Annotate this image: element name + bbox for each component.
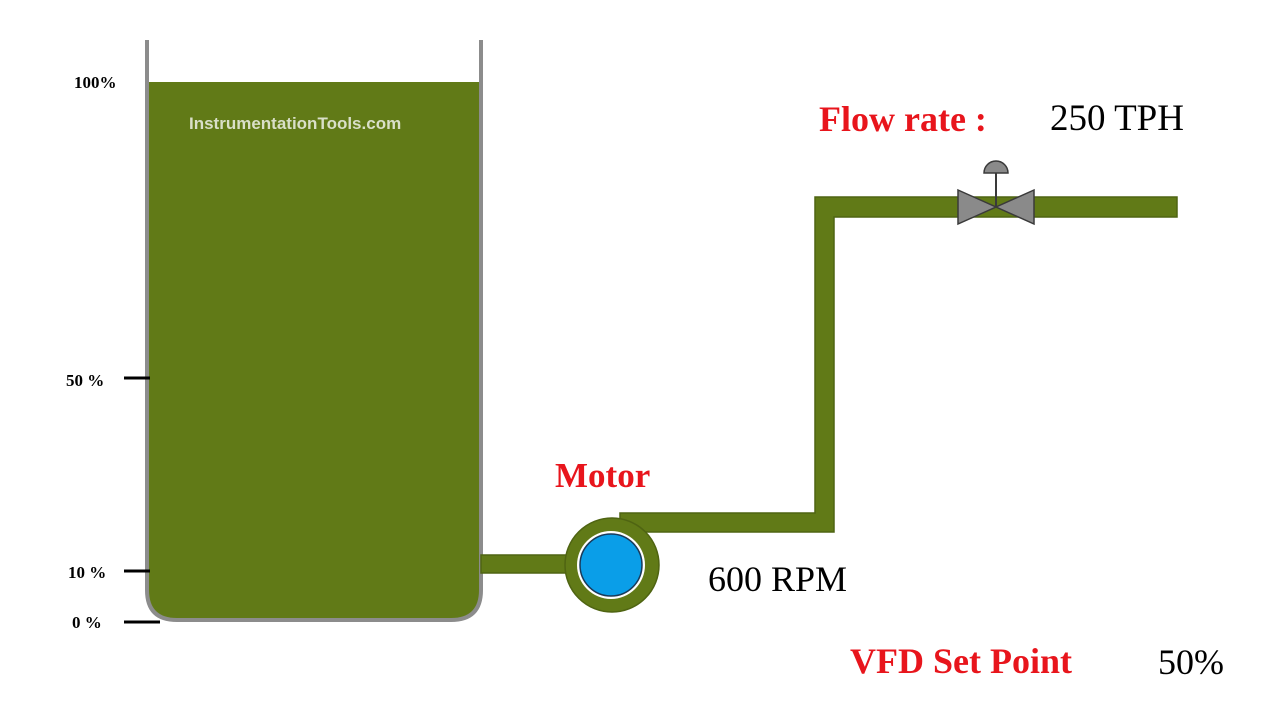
scale-label-100: 100%	[74, 73, 117, 92]
tank-wall	[145, 40, 483, 622]
control-valve	[957, 160, 1035, 226]
flow-rate-value: 250 TPH	[1050, 98, 1184, 139]
vfd-setpoint-label: VFD Set Point	[850, 641, 1072, 681]
discharge-pipe	[619, 196, 1178, 533]
tank	[145, 40, 483, 622]
vfd-setpoint-value: 50%	[1158, 642, 1224, 682]
pump	[564, 517, 660, 613]
scale-label-50: 50 %	[66, 371, 104, 390]
tank-fluid	[147, 82, 481, 620]
level-scale: 100% 50 % 10 % 0 %	[66, 73, 160, 632]
suction-pipe	[480, 554, 577, 574]
motor-label: Motor	[555, 456, 650, 495]
scale-label-10: 10 %	[68, 563, 106, 582]
flow-rate-label: Flow rate :	[819, 99, 987, 139]
scale-label-0: 0 %	[72, 613, 102, 632]
motor-speed-value: 600 RPM	[708, 559, 847, 599]
watermark-text: InstrumentationTools.com	[189, 114, 401, 133]
pump-impeller-core	[579, 533, 643, 597]
valve-actuator	[983, 160, 1009, 174]
